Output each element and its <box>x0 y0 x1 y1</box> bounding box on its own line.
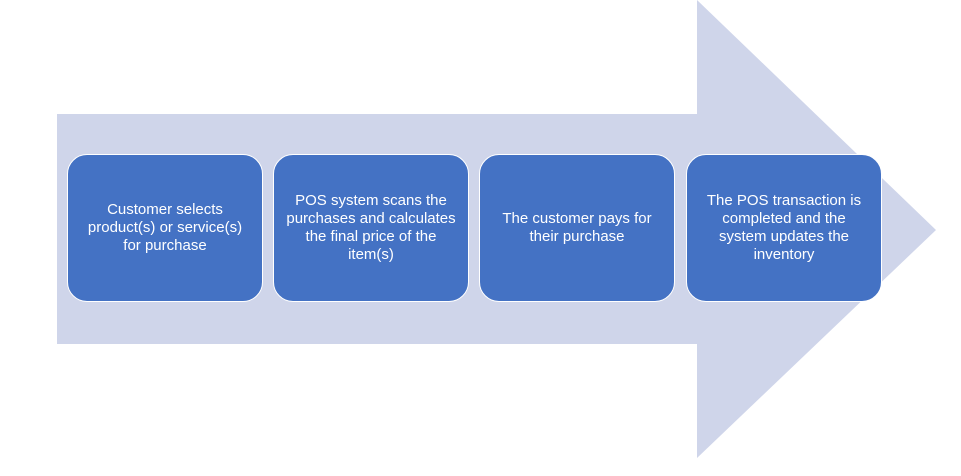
step-box-4: The POS transaction is completed and the… <box>686 154 882 302</box>
step-box-1: Customer selects product(s) or service(s… <box>67 154 263 302</box>
step-box-2: POS system scans the purchases and calcu… <box>273 154 469 302</box>
step-label-1: Customer selects product(s) or service(s… <box>87 201 243 254</box>
step-label-4: The POS transaction is completed and the… <box>706 192 862 263</box>
step-label-2: POS system scans the purchases and calcu… <box>286 192 456 263</box>
step-label-3: The customer pays for their purchase <box>502 210 652 245</box>
step-box-3: The customer pays for their purchase <box>479 154 675 302</box>
